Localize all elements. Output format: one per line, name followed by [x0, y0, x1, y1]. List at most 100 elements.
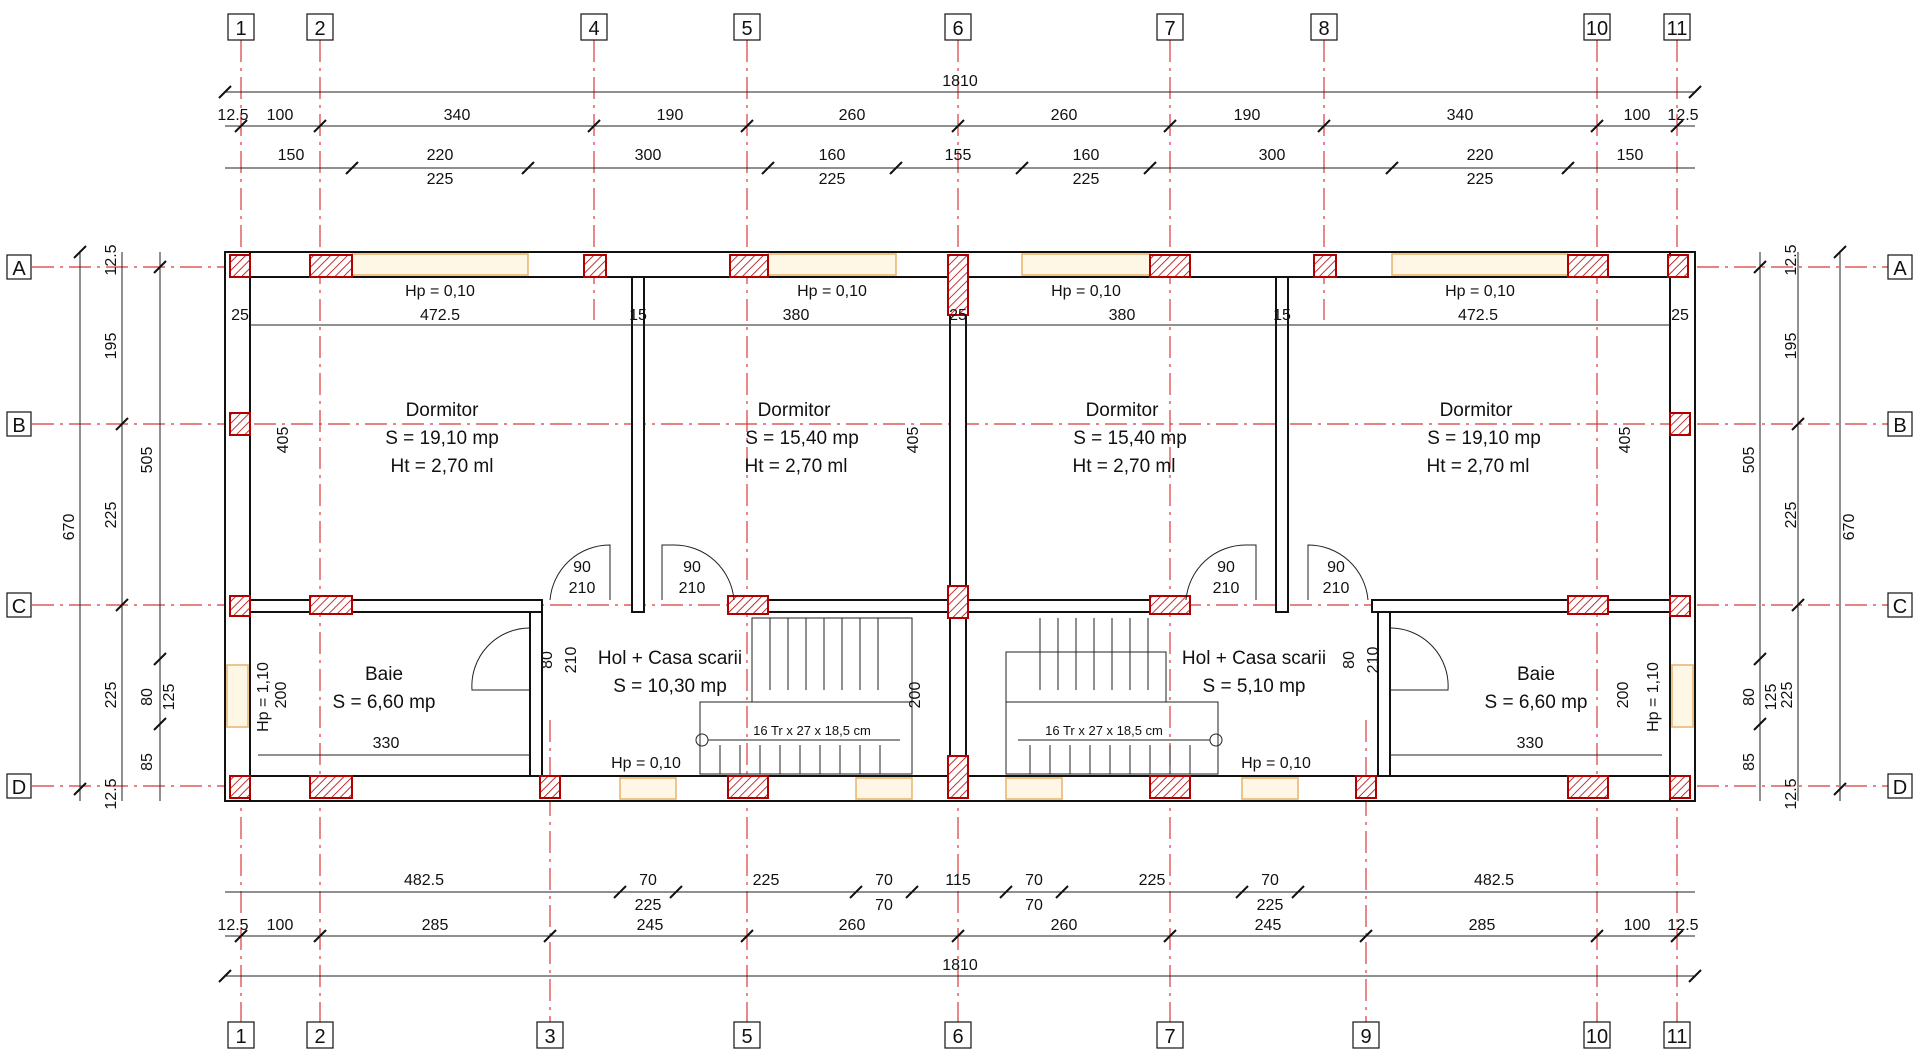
window-bottom-1 — [619, 777, 677, 800]
axis-bubble-bottom-5: 5 — [733, 1021, 761, 1049]
dim-left-window: 125 — [161, 684, 178, 711]
svg-text:2: 2 — [314, 18, 325, 40]
column — [309, 254, 353, 278]
svg-text:S = 5,10 mp: S = 5,10 mp — [1203, 676, 1306, 697]
axis-bubble-right-C: C — [1887, 592, 1913, 618]
dim-top-row2: 160 — [819, 147, 846, 164]
dim-top-row2: 220 — [1467, 147, 1494, 164]
doors — [471, 544, 1449, 691]
dim-wall-25: 25 — [1671, 307, 1689, 324]
door-swing-bedroom-3 — [1185, 544, 1257, 601]
svg-text:Ht = 2,70 ml: Ht = 2,70 ml — [1427, 456, 1530, 477]
dim-top-row2: 155 — [945, 147, 972, 164]
axis-bubble-top-11: 11 — [1663, 13, 1691, 41]
dim-room-width: 380 — [1109, 307, 1136, 324]
dim-top-row2: 150 — [278, 147, 305, 164]
dim-door-width: 80 — [539, 651, 556, 669]
dim-bottom-row1: 482.5 — [1474, 872, 1514, 889]
window-sill-label: Hp = 0,10 — [405, 283, 475, 300]
dim-door-width: 90 — [1217, 559, 1235, 576]
dim-top-row2: 160 — [1073, 147, 1100, 164]
dim-baie-width: 330 — [373, 735, 400, 752]
dim-left-inner: 225 — [103, 682, 120, 709]
svg-text:B: B — [12, 415, 25, 437]
dim-wall-25: 25 — [949, 307, 967, 324]
svg-text:Hol + Casa scarii: Hol + Casa scarii — [1182, 648, 1326, 669]
svg-text:Baie: Baie — [1517, 664, 1555, 685]
interior-wall-right-bedrooms — [1275, 276, 1289, 613]
svg-text:S = 15,40 mp: S = 15,40 mp — [745, 428, 859, 449]
dim-left-inner: 195 — [103, 333, 120, 360]
dimension-lines — [73, 85, 1847, 983]
dim-bottom-row2: 285 — [1469, 917, 1496, 934]
axis-bubble-top-4: 4 — [580, 13, 608, 41]
dim-bottom-row1: 70 — [875, 872, 893, 889]
axis-bubble-top-5: 5 — [733, 13, 761, 41]
door-swing-baie-left — [471, 627, 531, 691]
dim-left-window: 80 — [139, 688, 156, 706]
window-bottom-4 — [1241, 777, 1299, 800]
column — [1149, 595, 1191, 615]
svg-text:Dormitor: Dormitor — [758, 400, 832, 421]
svg-text:A: A — [1893, 258, 1907, 280]
dim-bottom-row2: 245 — [637, 917, 664, 934]
dim-bottom-row2: 245 — [1255, 917, 1282, 934]
window-sill-label: Hp = 1,10 — [1645, 662, 1662, 732]
dim-door-width: 90 — [683, 559, 701, 576]
dim-top-row1: 340 — [444, 107, 471, 124]
column — [727, 775, 769, 799]
dim-room-width: 380 — [783, 307, 810, 324]
dim-door-height: 210 — [1213, 580, 1240, 597]
window-sill-label: Hp = 0,10 — [797, 283, 867, 300]
dim-top-row1: 12.5 — [217, 107, 248, 124]
svg-text:S = 10,30 mp: S = 10,30 mp — [613, 676, 727, 697]
dim-wall-15: 15 — [629, 307, 647, 324]
column — [583, 254, 607, 278]
column — [309, 595, 353, 615]
dim-top-row2: 300 — [635, 147, 662, 164]
svg-text:10: 10 — [1586, 1026, 1608, 1048]
window-top-4 — [1391, 253, 1569, 276]
dim-top-row1: 12.5 — [1667, 107, 1698, 124]
window-sill-label: Hp = 1,10 — [255, 662, 272, 732]
dim-room-width: 472.5 — [420, 307, 460, 324]
dim-bottom-row2: 100 — [1624, 917, 1651, 934]
dim-top-row1: 190 — [657, 107, 684, 124]
dim-right-inner: 225 — [1783, 502, 1800, 529]
dim-bottom-row1: 70 — [1261, 872, 1279, 889]
window-top-1 — [351, 253, 529, 276]
dim-right-window: 125 — [1763, 684, 1780, 711]
wall-bedroom-left-bottom — [249, 599, 543, 613]
column — [309, 775, 353, 799]
dim-right-inner: 225 — [1779, 682, 1796, 709]
dim-bottom-row1: 482.5 — [404, 872, 444, 889]
window-sill-label: Hp = 0,10 — [1051, 283, 1121, 300]
column — [729, 254, 769, 278]
dim-door-height: 210 — [1365, 647, 1382, 674]
party-wall-center — [949, 276, 967, 777]
svg-text:7: 7 — [1164, 1026, 1175, 1048]
dim-bottom-row2: 12.5 — [1667, 917, 1698, 934]
dim-bottom-row1-lower: 225 — [1257, 897, 1284, 914]
axis-bubble-bottom-11: 11 — [1663, 1021, 1691, 1049]
window-sill-label: Hp = 0,10 — [1445, 283, 1515, 300]
svg-text:S = 19,10 mp: S = 19,10 mp — [1427, 428, 1541, 449]
svg-text:6: 6 — [952, 18, 963, 40]
dim-right-mid: 505 — [1741, 447, 1758, 474]
axis-bubble-right-B: B — [1887, 411, 1913, 437]
column — [229, 412, 251, 436]
window-top-3 — [1021, 253, 1151, 276]
axis-bubble-right-A: A — [1887, 254, 1913, 280]
window-bottom-3 — [1005, 777, 1063, 800]
svg-text:Dormitor: Dormitor — [406, 400, 480, 421]
dim-top-row2: 300 — [1259, 147, 1286, 164]
dim-overall-top: 1810 — [942, 73, 978, 90]
dim-bottom-row2: 12.5 — [217, 917, 248, 934]
column — [1313, 254, 1337, 278]
dim-top-row2-lower: 225 — [819, 171, 846, 188]
window-top-2 — [767, 253, 897, 276]
dimensions-top: 1810 12.5 100 340 190 260 260 190 340 10… — [217, 73, 1698, 188]
column — [947, 254, 969, 316]
axis-bubble-top-6: 6 — [944, 13, 972, 41]
